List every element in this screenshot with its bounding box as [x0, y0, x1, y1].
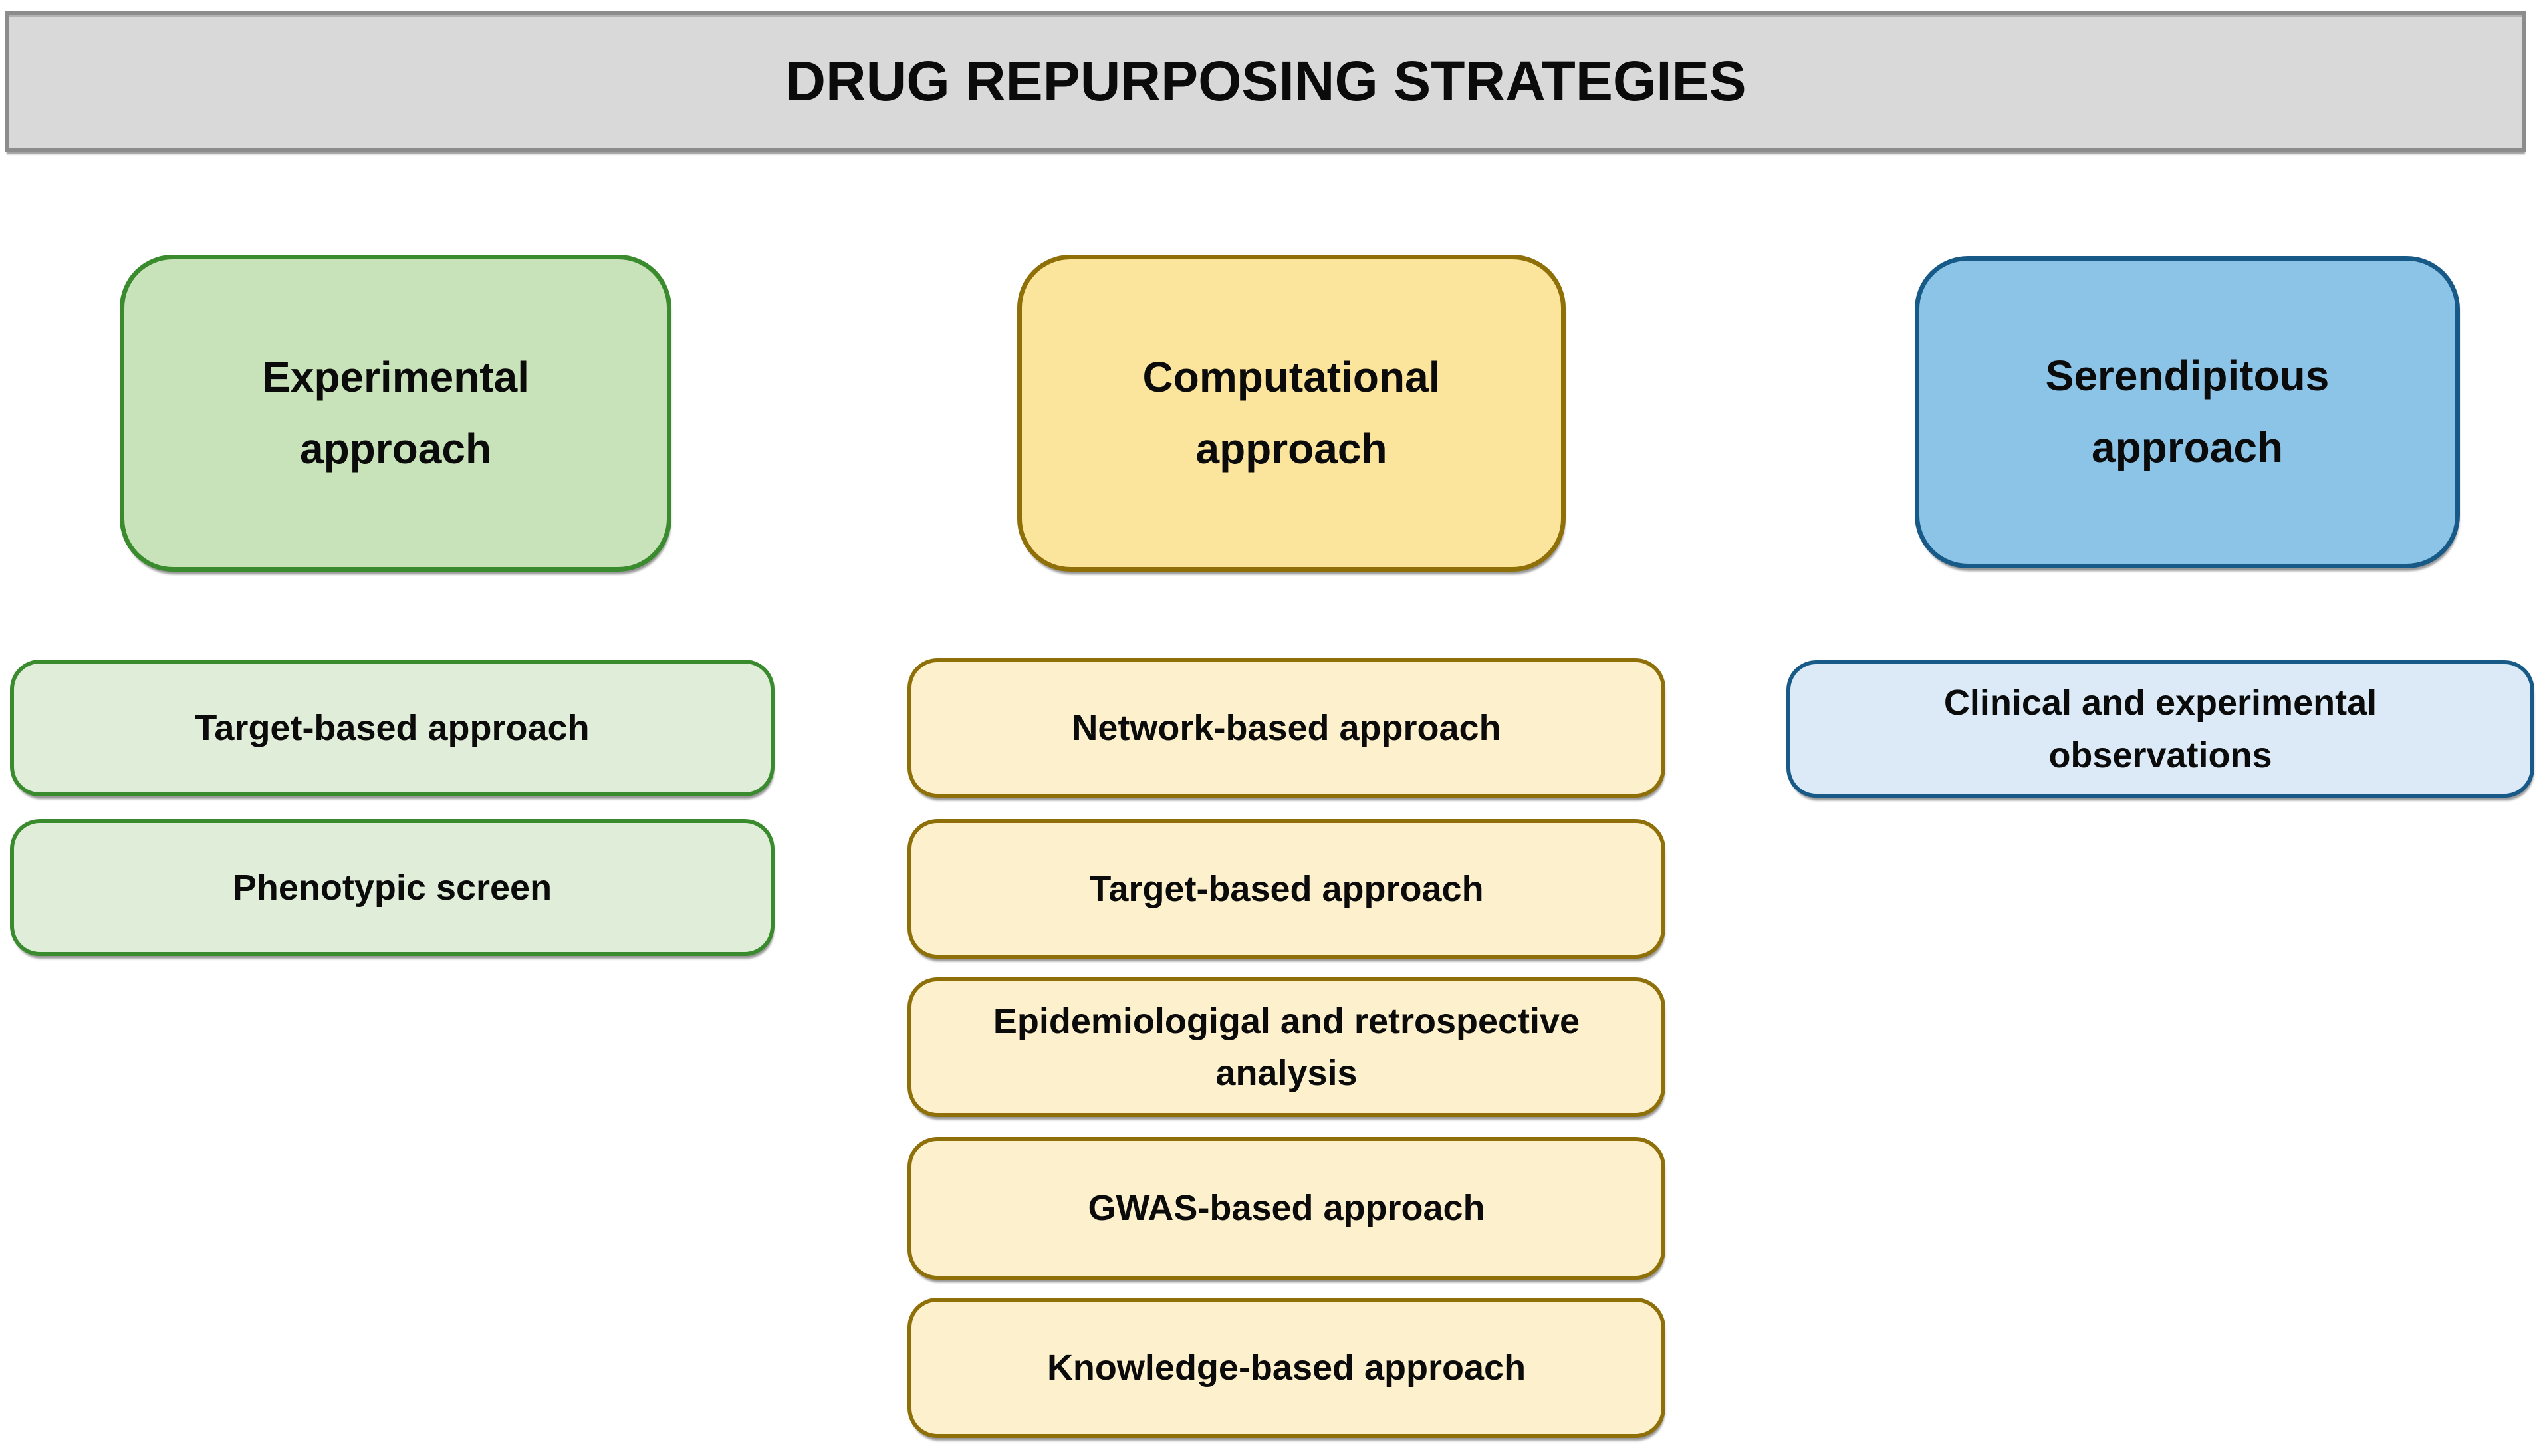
computational-item-target-based: Target-based approach	[907, 819, 1665, 959]
computational-item-knowledge-based: Knowledge-based approach	[907, 1298, 1665, 1438]
computational-approach-header-box: Computational approach	[1017, 255, 1566, 572]
diagram-title: DRUG REPURPOSING STRATEGIES	[785, 49, 1747, 112]
experimental-approach-header-box: Experimental approach	[120, 255, 671, 572]
diagram-title-bar: DRUG REPURPOSING STRATEGIES	[5, 11, 2526, 152]
experimental-item-target-based: Target-based approach	[10, 660, 775, 796]
computational-item-gwas-based: GWAS-based approach	[907, 1137, 1665, 1280]
serendipitous-approach-header-box: Serendipitous approach	[1915, 256, 2460, 568]
serendipitous-item-clinical-observations: Clinical and experimental observations	[1786, 660, 2534, 798]
computational-item-network-based: Network-based approach	[907, 658, 1665, 798]
experimental-item-phenotypic-screen: Phenotypic screen	[10, 819, 775, 956]
computational-item-epidemiological-retrospective: Epidemiologigal and retrospective analys…	[907, 977, 1665, 1117]
